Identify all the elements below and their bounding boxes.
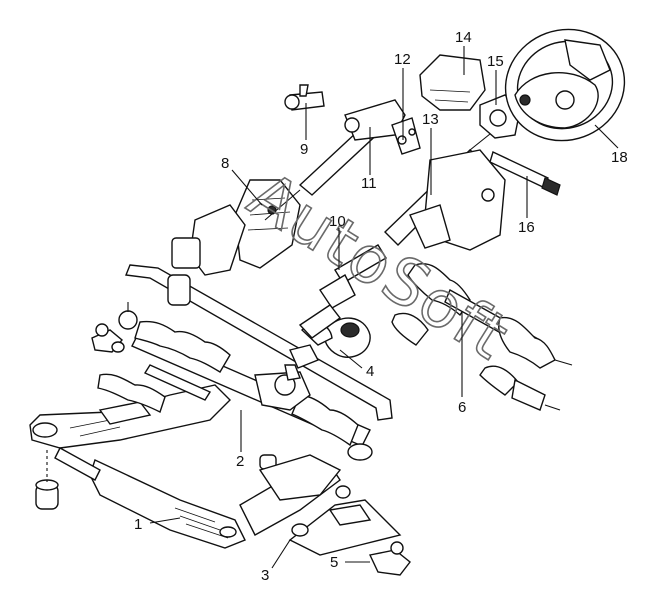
lower-control-arm <box>258 454 402 556</box>
tie-rod-end-and-boot <box>91 323 212 413</box>
steering-wheel <box>504 28 626 142</box>
callout-8: 8 <box>221 155 229 172</box>
callout-16: 16 <box>518 219 535 236</box>
ball-joint <box>368 541 411 576</box>
callout-18: 18 <box>611 149 628 166</box>
callout-3: 3 <box>261 567 269 584</box>
leader-lines <box>149 46 619 569</box>
clamp-bolt <box>284 84 325 111</box>
drive-shaft <box>391 263 573 411</box>
callouts: 1 2 3 4 5 6 8 9 10 11 12 13 14 15 16 18 <box>134 29 628 584</box>
callout-11: 11 <box>361 175 377 192</box>
callout-5: 5 <box>330 554 338 571</box>
callout-13: 13 <box>422 111 439 128</box>
lower-column-rod <box>264 99 406 221</box>
callout-14: 14 <box>455 29 472 46</box>
callout-4: 4 <box>366 363 374 380</box>
column-mount-bracket <box>171 179 301 276</box>
callout-9: 9 <box>300 141 308 158</box>
callout-6: 6 <box>458 399 466 416</box>
column-lever <box>489 151 561 196</box>
intermediate-shaft <box>298 244 387 339</box>
callout-2: 2 <box>236 453 244 470</box>
callout-15: 15 <box>487 53 504 70</box>
steering-rack <box>118 302 373 461</box>
callout-12: 12 <box>394 51 411 68</box>
callout-10: 10 <box>329 213 346 230</box>
column-clamp <box>391 117 421 155</box>
column-shroud <box>419 54 486 111</box>
callout-1: 1 <box>134 516 142 533</box>
upper-steering-column <box>384 129 506 251</box>
